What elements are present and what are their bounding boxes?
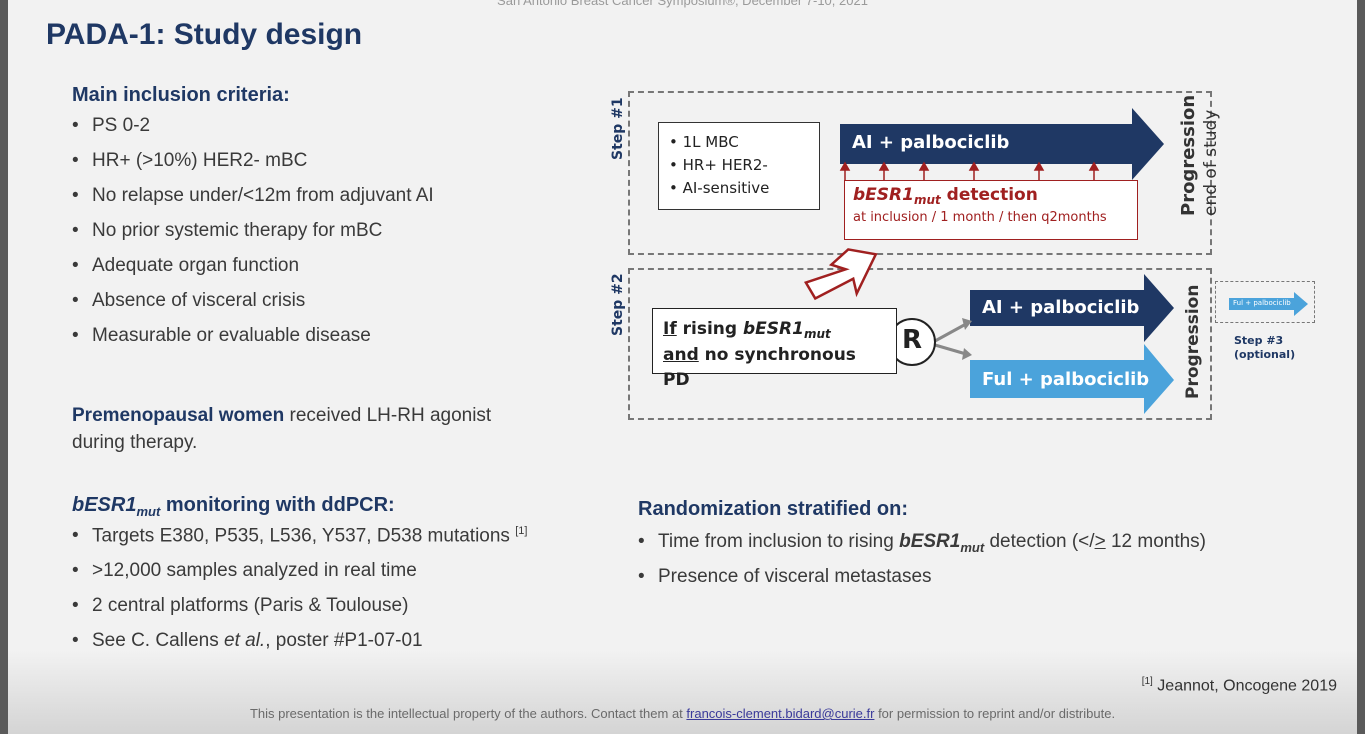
step1-frame — [628, 91, 1212, 255]
criteria-item: • AI-sensitive — [669, 179, 770, 197]
arm2b-label: Ful + palbociclib — [982, 369, 1150, 390]
inclusion-item: •HR+ (>10%) HER2- mBC — [72, 150, 308, 171]
inclusion-item: •Measurable or evaluable disease — [72, 325, 371, 346]
step3-arrow — [1229, 292, 1308, 316]
arm2a-arrow — [970, 274, 1174, 342]
inclusion-heading: Main inclusion criteria: — [72, 84, 290, 106]
randomize-symbol: R — [901, 325, 923, 355]
randomization-heading: Randomization stratified on: — [638, 498, 908, 520]
step3-frame — [1215, 281, 1315, 323]
monitoring-item: •See C. Callens et al., poster #P1-07-01 — [72, 630, 423, 651]
inclusion-item: •No relapse under/<12m from adjuvant AI — [72, 185, 434, 206]
inclusion-item: •PS 0-2 — [72, 115, 151, 136]
arm2a-label: AI + palbociclib — [982, 297, 1140, 318]
premenopausal-note: Premenopausal women received LH-RH agoni… — [72, 405, 492, 453]
criteria-item: • HR+ HER2- — [669, 156, 768, 174]
slide-title: PADA-1: Study design — [46, 18, 363, 51]
detection-box: bESR1mut detection at inclusion / 1 mont… — [844, 180, 1138, 240]
arm2b-arrow — [970, 344, 1174, 414]
monitoring-heading: bESR1mut monitoring with ddPCR: — [72, 494, 395, 519]
step2-frame — [628, 268, 1212, 420]
monitoring-item: •2 central platforms (Paris & Toulouse) — [72, 595, 409, 616]
inclusion-item: •No prior systemic therapy for mBC — [72, 220, 383, 241]
monitoring-item: •Targets E380, P535, L536, Y537, D538 mu… — [72, 525, 528, 547]
randomization-item: •Presence of visceral metastases — [638, 566, 932, 587]
inclusion-section: Main inclusion criteria: •PS 0-2 •HR+ (>… — [72, 84, 434, 360]
monitoring-section: bESR1mut monitoring with ddPCR: •Targets… — [72, 494, 527, 665]
inclusion-item: •Absence of visceral crisis — [72, 290, 306, 311]
step3-label: Step #3 (optional) — [1234, 334, 1296, 361]
footer-note: This presentation is the intellectual pr… — [249, 706, 1116, 721]
randomization-item: •Time from inclusion to rising bESR1mut … — [638, 531, 1206, 555]
contact-email-link[interactable]: francois-clement.bidard@curie.fr — [686, 706, 875, 721]
criteria-box: • 1L MBC • HR+ HER2- • AI-sensitive — [658, 122, 820, 210]
monitoring-item: •>12,000 samples analyzed in real time — [72, 560, 417, 581]
criteria-item: • 1L MBC — [669, 133, 739, 151]
progression-label-2: Progression — [1183, 284, 1203, 399]
reference: [1] Jeannot, Oncogene 2019 — [1141, 676, 1337, 695]
footer-band — [8, 650, 1357, 734]
inclusion-item: •Adequate organ function — [72, 255, 300, 276]
progression-label: Progression — [1178, 94, 1199, 216]
arm1-label: AI + palbociclib — [852, 132, 1010, 153]
arm1-arrow — [840, 108, 1164, 180]
transition-arrow — [803, 248, 878, 301]
slide: San Antonio Breast Cancer Symposium®, De… — [8, 0, 1357, 734]
step3-arm-label: Ful + palbociclib — [1233, 299, 1291, 307]
randomization-section: Randomization stratified on: •Time from … — [638, 498, 1206, 601]
diagram-arrows — [803, 108, 1308, 414]
condition-box: If rising bESR1mut and no synchronous PD — [652, 308, 897, 390]
study-diagram: Step #1 Step #2 — [598, 88, 1318, 428]
conference-header: San Antonio Breast Cancer Symposium®, De… — [497, 0, 868, 8]
end-of-study-label: end of study — [1201, 109, 1221, 216]
